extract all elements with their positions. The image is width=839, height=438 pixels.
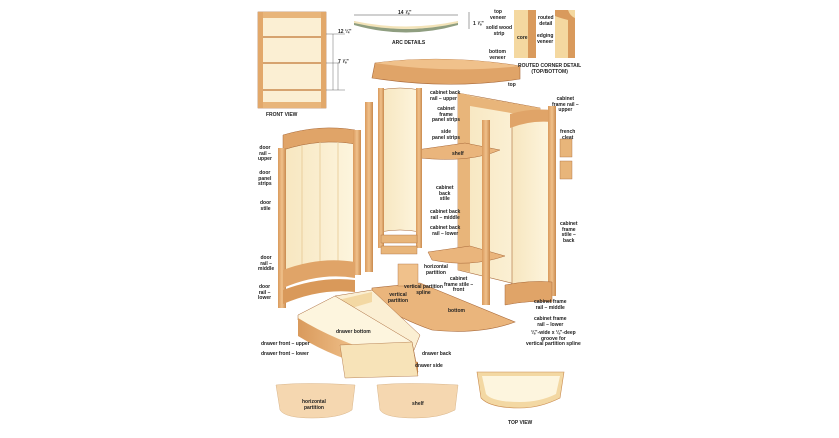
label-door-rail-lower: door rail – lower xyxy=(258,284,272,301)
arc-height-dimension: 1 ⅞" xyxy=(473,21,484,27)
top-view-caption: TOP VIEW xyxy=(508,420,533,426)
label-top: top xyxy=(508,82,516,88)
label-cabinet-frame-stile-back: cabinet frame stile – back xyxy=(560,221,578,244)
label-vertical-partition: vertical partition xyxy=(388,292,408,304)
label-top-veneer: top veneer xyxy=(490,9,507,21)
cabinet-frame xyxy=(365,87,422,272)
label-bottom: bottom xyxy=(448,308,465,314)
template-horizontal-partition xyxy=(275,383,356,419)
label-groove: ⅛"-wide x ⅛"-deep groove for vertical pa… xyxy=(526,330,581,347)
label-vertical-partition-spline: vertical partition spline xyxy=(404,284,443,296)
label-cabinet-back-stile: cabinet back stile xyxy=(436,185,454,202)
arc-width-dimension: 14 ⅞" xyxy=(398,10,412,16)
front-view xyxy=(257,11,345,109)
label-drawer-back: drawer back xyxy=(422,351,452,357)
label-template-shelf: shelf xyxy=(412,401,424,407)
label-cabinet-frame-rail-upper: cabinet frame rail – upper xyxy=(552,96,579,113)
door xyxy=(278,127,361,308)
arc-details-caption: ARC DETAILS xyxy=(392,40,426,46)
drawer xyxy=(297,289,421,379)
label-core: core xyxy=(517,35,528,41)
label-door-stile: door stile xyxy=(260,200,272,212)
label-door-rail-middle: door rail – middle xyxy=(258,255,275,272)
label-bottom-veneer: bottom veneer xyxy=(489,49,506,61)
label-edging-veneer: edging veneer xyxy=(537,33,554,45)
label-drawer-front-lower: drawer front – lower xyxy=(261,351,309,357)
label-cabinet-back-rail-lower: cabinet back rail – lower xyxy=(430,225,461,237)
label-door-panel-strips: door panel strips xyxy=(258,170,272,187)
arc-details xyxy=(354,12,470,33)
lower-spacing-dimension: 7 ⅞" xyxy=(338,59,349,65)
label-drawer-bottom: drawer bottom xyxy=(336,329,371,335)
front-view-caption: FRONT VIEW xyxy=(266,112,298,118)
label-drawer-side: drawer side xyxy=(415,363,443,369)
label-solid-wood-strip: solid wood strip xyxy=(486,25,513,37)
label-cabinet-frame-stile-front: cabinet frame stile – front xyxy=(444,276,474,293)
label-horizontal-partition: horizontal partition xyxy=(424,264,448,276)
vertical-partition-piece xyxy=(397,263,419,287)
template-shelf xyxy=(376,383,459,419)
shelf-piece xyxy=(415,142,501,160)
label-side-panel-strips: side panel strips xyxy=(432,129,461,141)
routed-corner-caption: ROUTED CORNER DETAIL (TOP/BOTTOM) xyxy=(518,63,582,75)
cabinet-frame-stile-front-piece xyxy=(482,120,490,305)
label-cabinet-back-rail-middle: cabinet back rail – middle xyxy=(430,209,461,221)
cabinet-side xyxy=(504,106,573,306)
label-routed-detail: routed detail xyxy=(538,15,554,27)
label-french-cleat: french cleat xyxy=(560,129,576,141)
routed-corner-detail xyxy=(514,10,575,58)
upper-spacing-dimension: 12 ¼" xyxy=(338,29,352,35)
label-cabinet-frame-rail-lower: cabinet frame rail – lower xyxy=(534,316,567,328)
label-cabinet-frame-rail-middle: cabinet frame rail – middle xyxy=(534,299,567,311)
label-cabinet-frame-panel-strips: cabinet frame panel strips xyxy=(432,106,461,123)
label-door-rail-upper: door rail – upper xyxy=(258,145,272,162)
label-shelf: shelf xyxy=(452,151,464,157)
label-cabinet-back-rail-upper: cabinet back rail – upper xyxy=(430,90,461,102)
label-template-horizontal-partition: horizontal partition xyxy=(302,399,326,411)
label-drawer-front-upper: drawer front – upper xyxy=(261,341,310,347)
